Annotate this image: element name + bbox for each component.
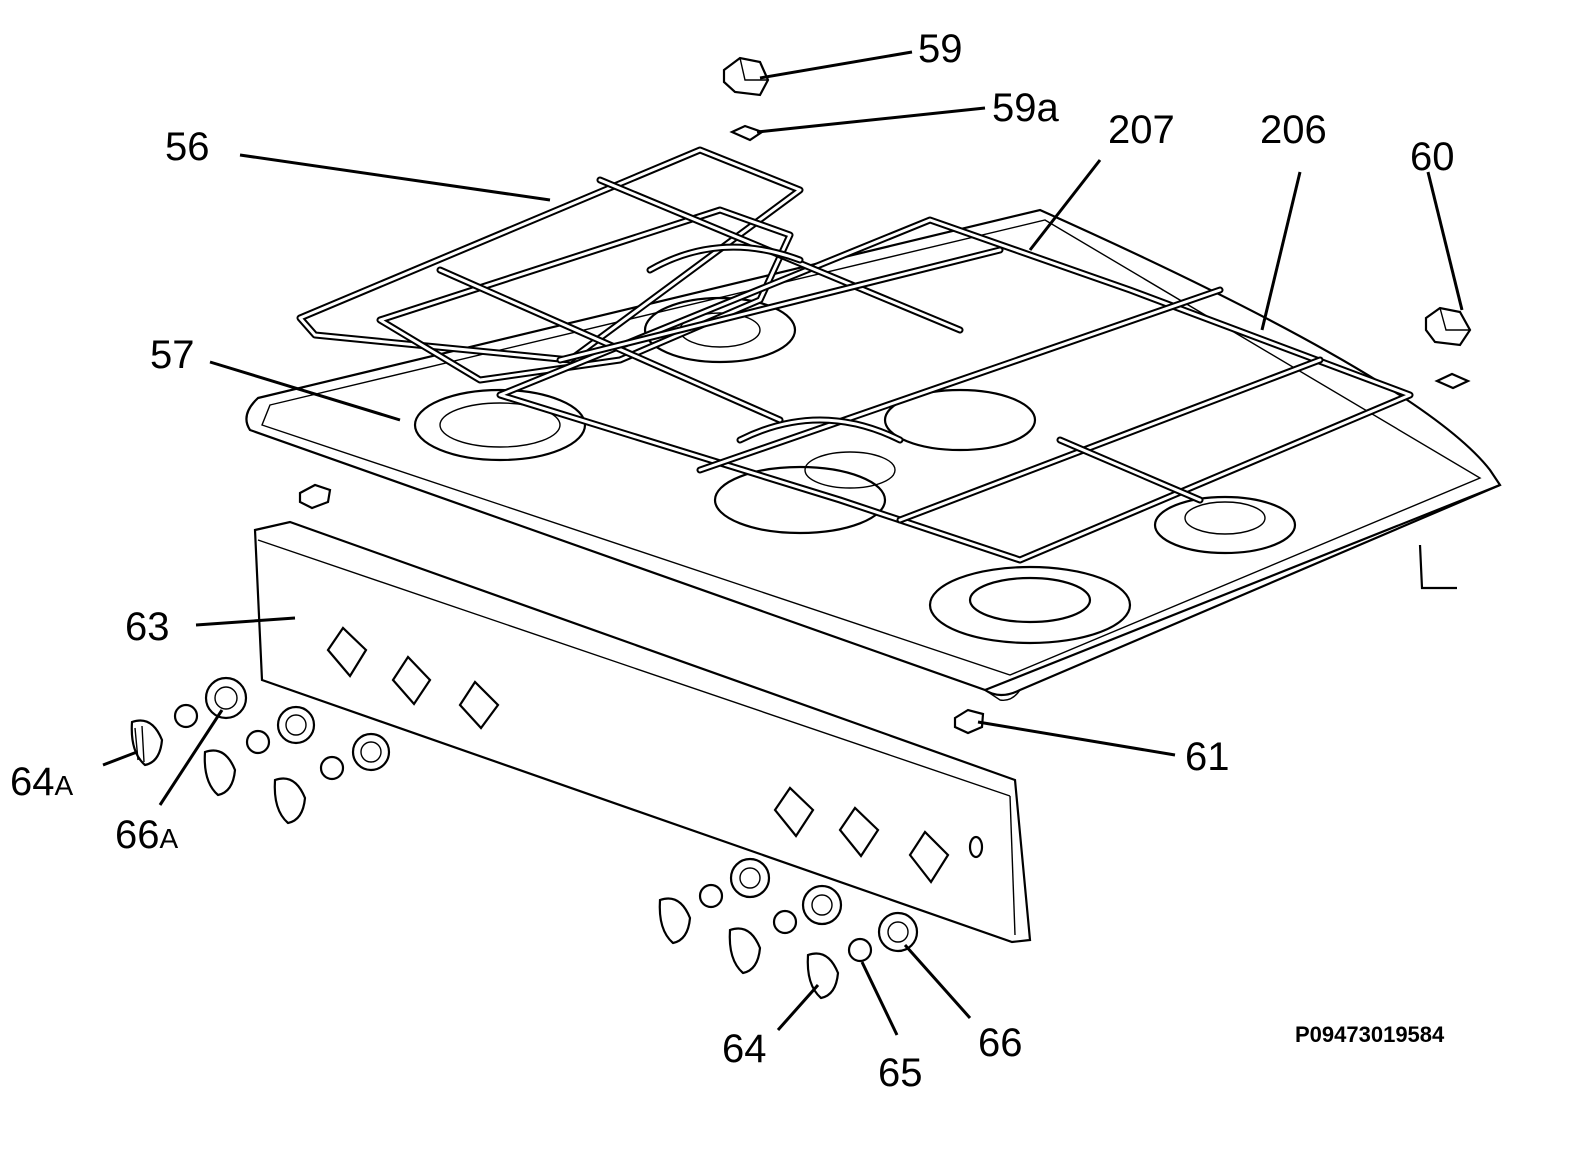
knob-64a [132,720,162,765]
washer-60 [1437,374,1468,388]
label-57: 57 [150,333,195,377]
knob [730,928,760,973]
label-66a: 66A [115,813,179,857]
bezel [731,859,769,897]
label-65: 65 [878,1051,923,1095]
label-56: 56 [165,125,210,169]
knob-set-right [660,859,917,998]
burner-right [1155,497,1295,553]
label-60: 60 [1410,135,1455,179]
knob-set-left [132,678,389,823]
reference-code: P09473019584 [1295,1022,1445,1047]
label-206: 206 [1260,108,1327,152]
label-64: 64 [722,1027,767,1071]
spring-ring-65 [849,939,871,961]
bezel-66 [879,913,917,951]
bezel [278,707,314,743]
label-66: 66 [978,1021,1023,1065]
bezel-66a [206,678,246,718]
knob [660,898,690,943]
bezel [353,734,389,770]
label-61: 61 [1185,735,1230,779]
knob [205,750,235,795]
burner-front-left [415,390,585,460]
label-63: 63 [125,605,170,649]
label-59a: 59a [992,86,1059,130]
spring-ring [700,885,796,933]
clip-left [300,485,330,508]
knob [275,778,305,823]
label-64a: 64A [10,760,74,804]
control-panel-63 [255,522,1030,942]
bezel [803,886,841,924]
label-59: 59 [918,27,963,71]
rubber-foot-60 [1426,308,1470,345]
callout-labels: 59 59a 207 206 56 60 57 63 61 64A 66A 64… [10,27,1455,1095]
label-207: 207 [1108,108,1175,152]
burner-front-right [930,567,1130,643]
